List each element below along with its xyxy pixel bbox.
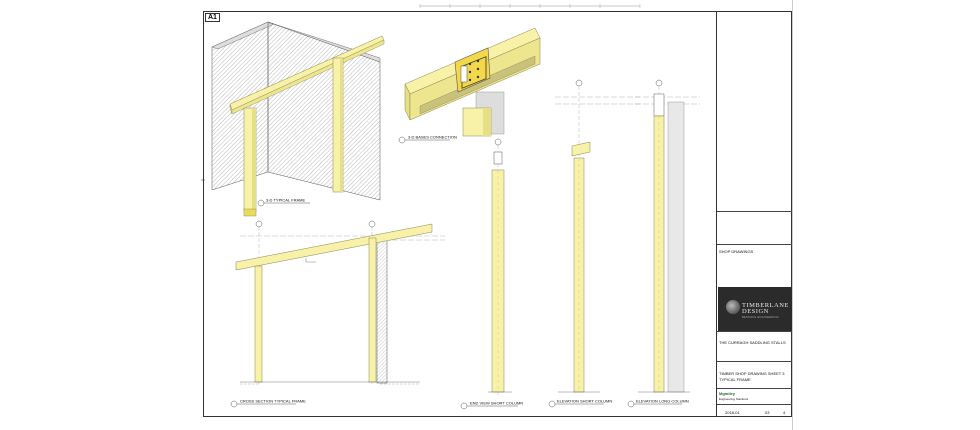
view-3d-typical-frame: 3-D TYPICAL FRAME (211, 21, 385, 217)
company-logo: TIMBERLANE DESIGN BESPOKE ENGINEERING (718, 287, 792, 331)
revision-rows (717, 211, 793, 244)
drawing-title-2: TYPICAL FRAME (719, 377, 751, 382)
sheet-code: 03 (765, 410, 770, 415)
page-edge (792, 0, 793, 430)
project-row: THE CURRAGH SADDLING STALLS (717, 331, 793, 361)
view-elevation-short-column: ELEVATION SHORT COLUMN (548, 79, 640, 408)
company-tagline: BESPOKE ENGINEERING (742, 316, 779, 319)
project-name: THE CURRAGH SADDLING STALLS (719, 340, 786, 345)
label-elevation-short-column: ELEVATION SHORT COLUMN (557, 399, 612, 404)
view-cross-section: CROSS SECTION TYPICAL FRAME (230, 220, 445, 408)
title-block: SHOP DRAWINGS THE CURRAGH SADDLING STALL… (716, 11, 793, 417)
company-name-2: DESIGN (742, 308, 769, 315)
number-row: 2018-01 03 4 (717, 404, 793, 417)
label-3d-bases-connection: 3-D BASES CONNECTION (408, 135, 457, 140)
label-elevation-long-column: ELEVATION LONG COLUMN (636, 399, 689, 404)
company-name: TIMBERLANE DESIGN (742, 302, 789, 315)
label-cross-section: CROSS SECTION TYPICAL FRAME (240, 399, 306, 404)
logo-mark-icon (726, 300, 740, 314)
label-end-short-column: END VIEW SHORT COLUMN (470, 401, 523, 406)
label-3d-typical-frame: 3-D TYPICAL FRAME (266, 198, 305, 203)
title-row: TIMBER SHOP DRAWING SHEET 3 TYPICAL FRAM… (717, 361, 793, 388)
drawing-title-1: TIMBER SHOP DRAWING SHEET 3 (719, 371, 785, 376)
company-name-1: TIMBERLANE (742, 302, 789, 309)
drawing-type: SHOP DRAWINGS (719, 249, 754, 254)
view-end-short-column: END VIEW SHORT COLUMN (460, 138, 523, 410)
drawing-number: 2018-01 (725, 410, 740, 415)
engineer-sub: Engineering Solutions (719, 397, 749, 401)
view-elevation-long-column: ELEVATION LONG COLUMN (627, 79, 700, 408)
engineer-logo: Mgmiley (719, 391, 736, 396)
drawing-type-row: SHOP DRAWINGS (717, 244, 793, 258)
sheet-label: A1 (205, 13, 220, 22)
engineer-row: Mgmiley Engineering Solutions (717, 388, 793, 404)
view-3d-bases-connection: 3-D BASES CONNECTION (398, 27, 541, 144)
revision-number: 4 (783, 410, 786, 415)
drawing-border (203, 11, 792, 417)
top-ruler (419, 4, 641, 8)
